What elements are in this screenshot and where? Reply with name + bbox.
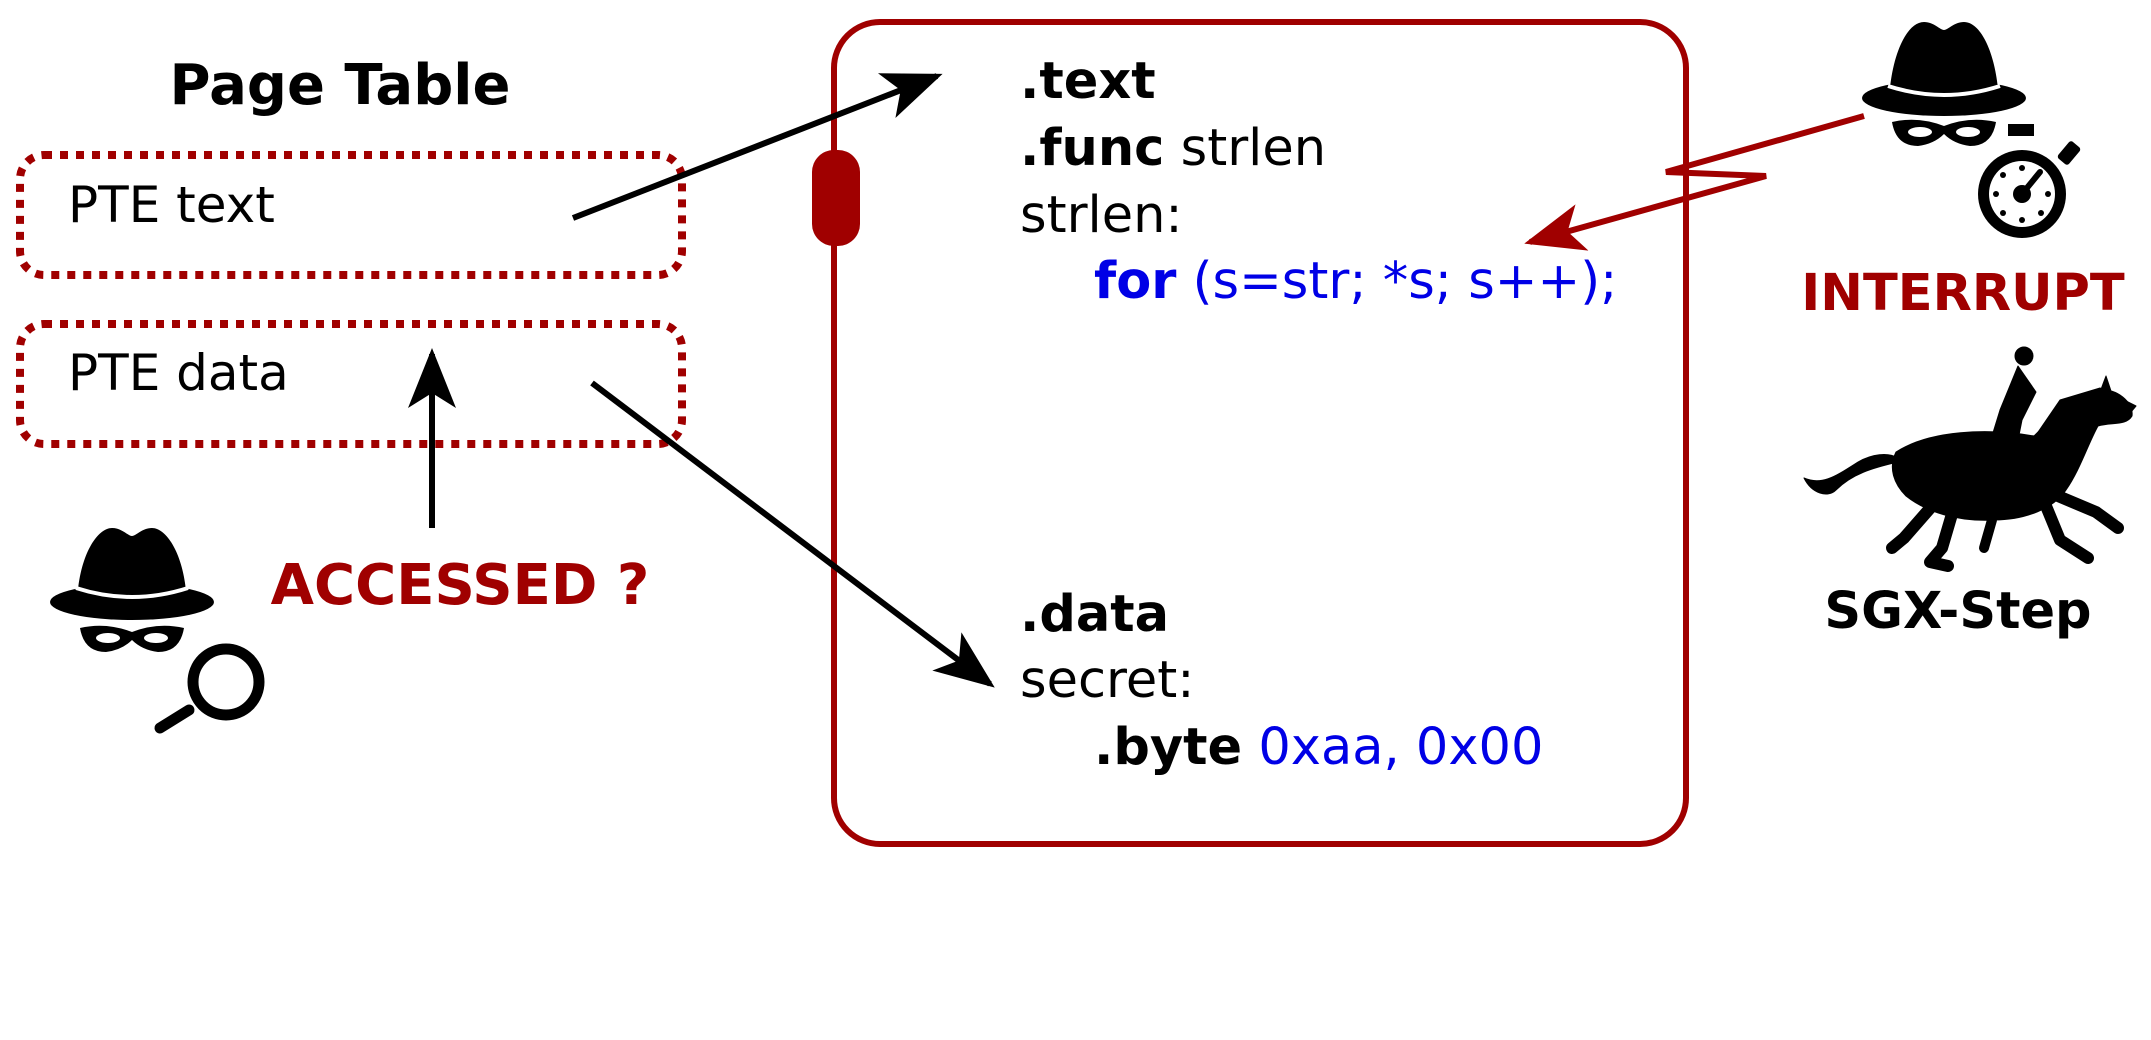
code-listing: .text .func strlen strlen: for (s=str; *…	[1020, 52, 1617, 777]
pte-data-label: PTE data	[68, 344, 289, 402]
code-data-section: .data	[1020, 585, 1169, 644]
pte-data-box	[16, 320, 686, 448]
code-byte-keyword: .byte	[1094, 718, 1242, 777]
instruction-pointer-marker	[812, 150, 860, 246]
code-byte-line: .byte 0xaa, 0x00	[1094, 718, 1543, 777]
code-func-keyword: .func	[1020, 119, 1164, 178]
code-strlen-label: strlen:	[1020, 186, 1183, 245]
code-for-line: for (s=str; *s; s++);	[1094, 252, 1617, 311]
arrow-pte-text-to-text	[571, 73, 943, 221]
page-table: Page Table PTE text PTE data	[16, 53, 686, 448]
pte-text-box	[16, 151, 686, 279]
galloping-horse-icon	[1803, 346, 2137, 572]
code-for-body: (s=str; *s; s++);	[1176, 252, 1617, 311]
arrow-pte-data-to-data	[590, 380, 995, 688]
code-for-keyword: for	[1094, 252, 1176, 311]
pte-text-label: PTE text	[68, 176, 275, 234]
interrupt-arrow	[1524, 113, 1865, 251]
page-table-title: Page Table	[170, 53, 511, 118]
code-func-line: .func strlen	[1020, 119, 1326, 178]
interrupt-label: INTERRUPT	[1801, 264, 2125, 323]
code-text-section: .text	[1020, 52, 1156, 111]
spy-magnifier-icon	[50, 528, 265, 734]
enclave-box	[812, 19, 1689, 847]
sgx-step-label: SGX-Step	[1824, 582, 2091, 641]
accessed-label: ACCESSED ?	[271, 553, 650, 618]
code-byte-values: 0xaa, 0x00	[1242, 718, 1543, 777]
stopwatch-icon	[1978, 124, 2081, 238]
code-func-name: strlen	[1164, 119, 1326, 178]
spy-icon	[1862, 22, 2026, 146]
code-secret-label: secret:	[1020, 651, 1194, 710]
